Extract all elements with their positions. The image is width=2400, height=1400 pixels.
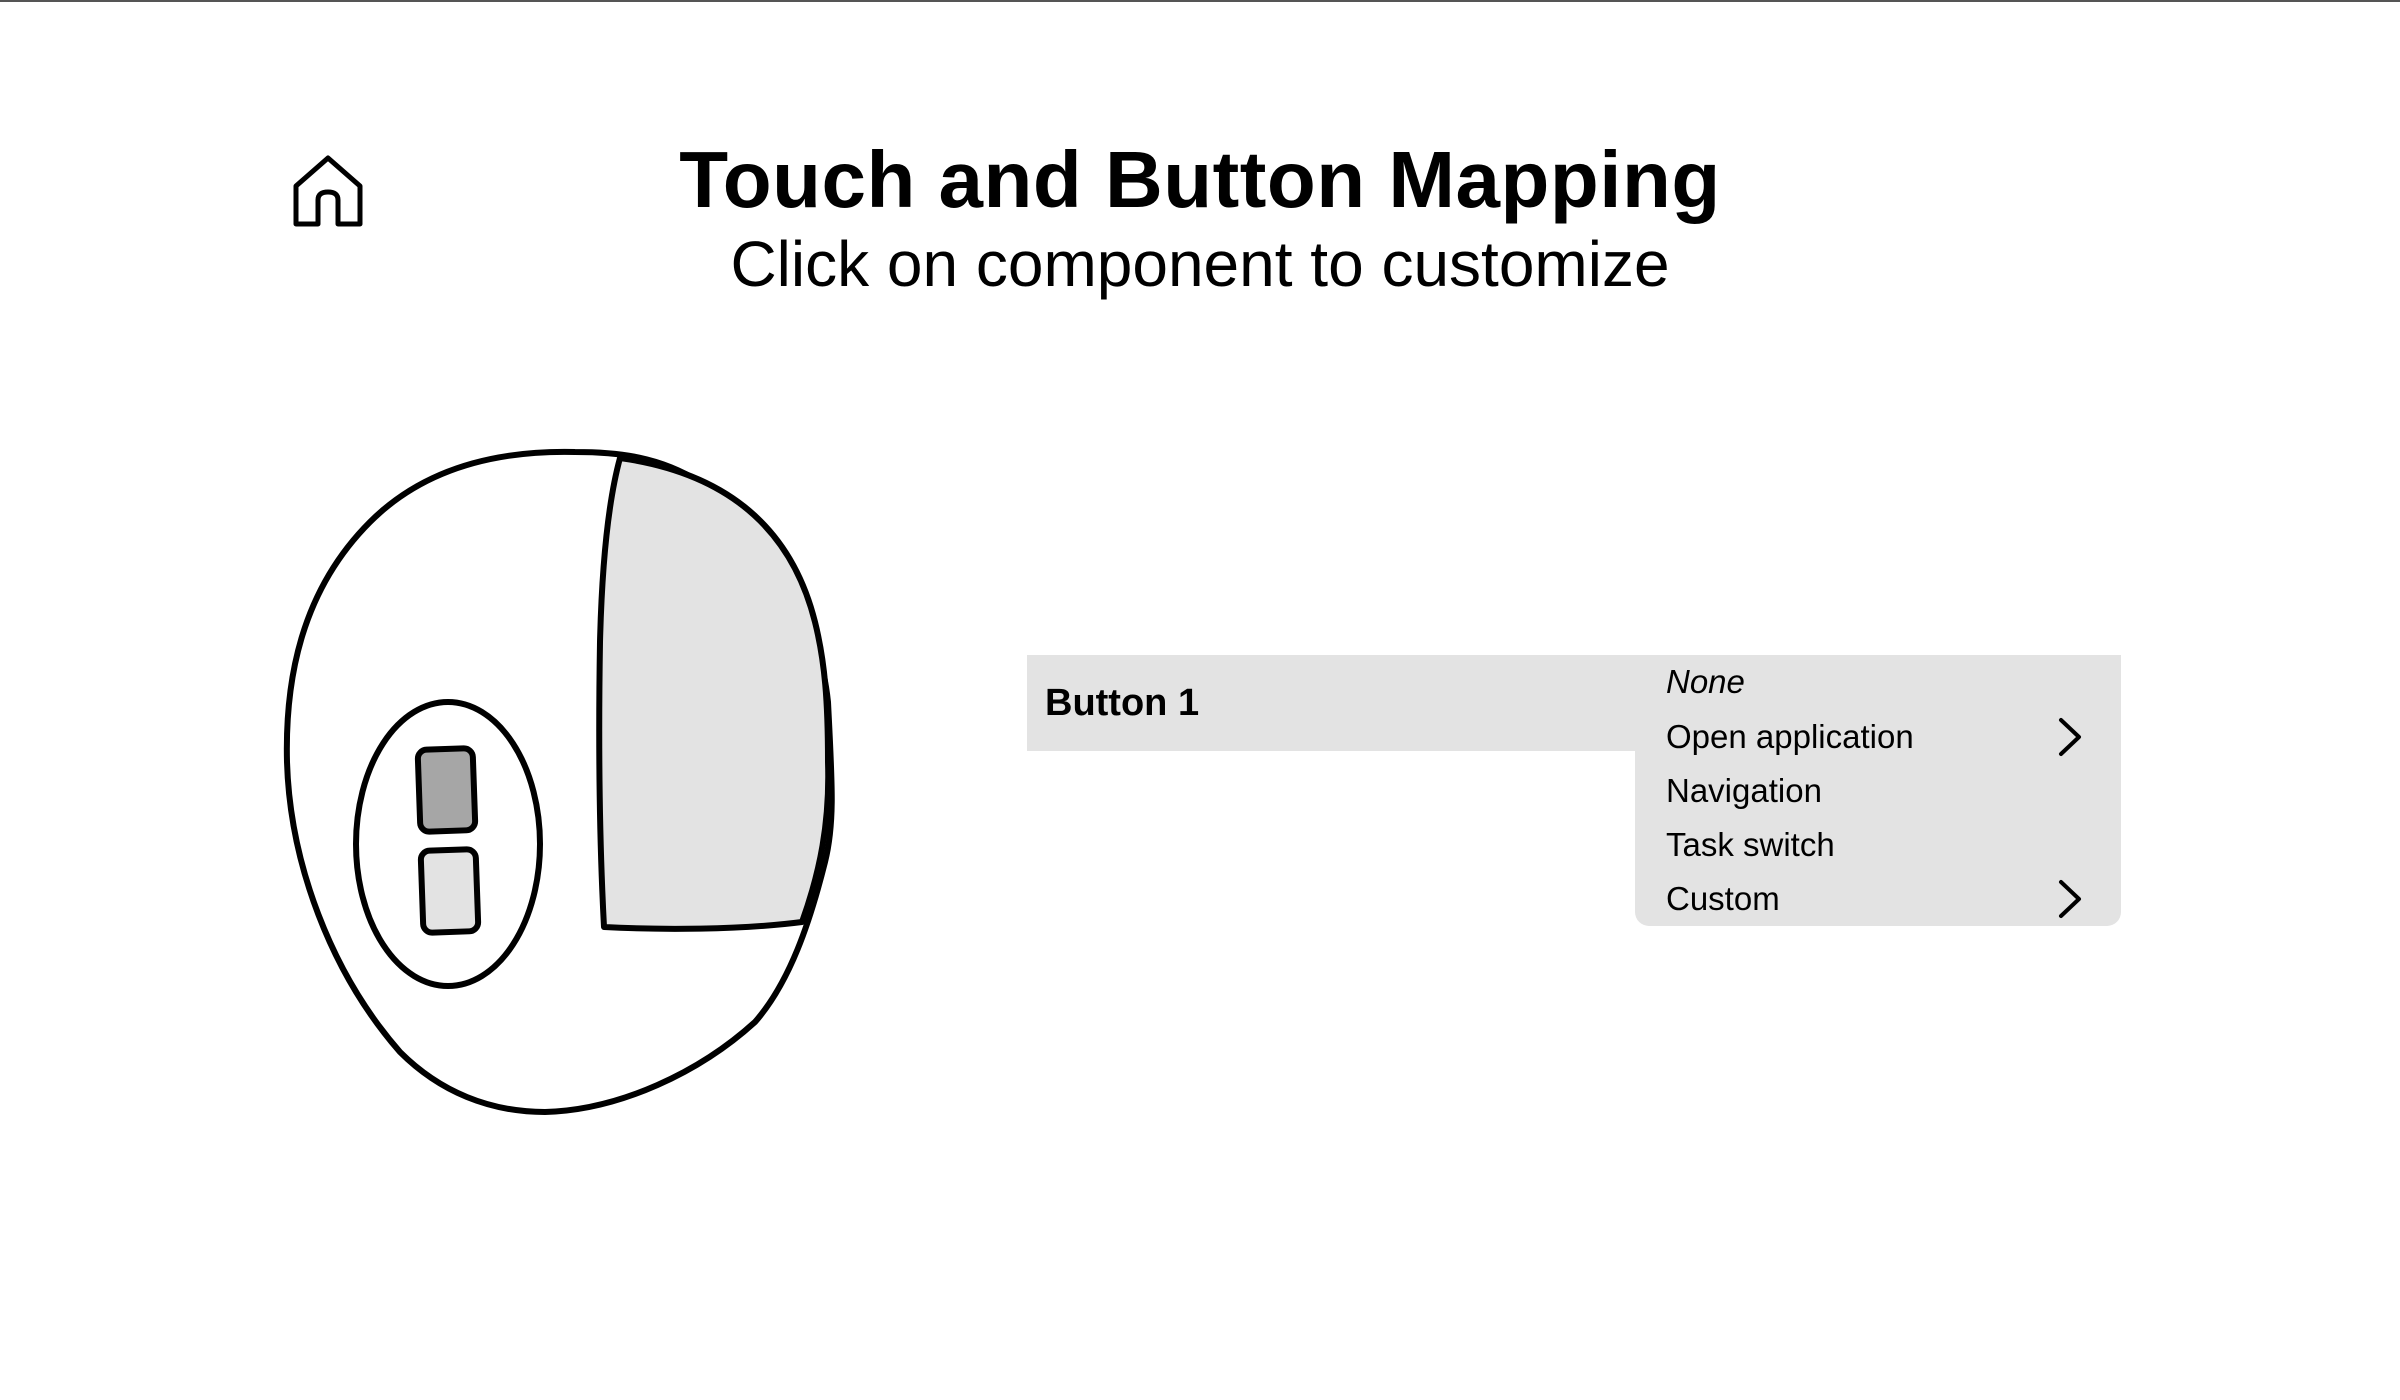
home-button[interactable] (290, 152, 366, 232)
menu-item-open-application[interactable]: Open application (1635, 710, 2121, 764)
action-menu: None Open application Navigation Task sw… (1635, 655, 2121, 926)
device-diagram (270, 432, 870, 1132)
page-subtitle: Click on component to customize (730, 228, 1670, 300)
button-cluster-outline (353, 699, 543, 989)
menu-item-label: None (1666, 663, 1745, 700)
menu-item-label: Custom (1666, 880, 1780, 917)
menu-item-none[interactable]: None (1635, 655, 2121, 709)
menu-item-navigation[interactable]: Navigation (1635, 764, 2121, 818)
menu-item-custom[interactable]: Custom (1635, 872, 2121, 926)
menu-item-label: Navigation (1666, 772, 1822, 809)
page-title: Touch and Button Mapping (679, 135, 1721, 224)
chevron-right-icon (2055, 716, 2085, 758)
chevron-right-icon (2055, 878, 2085, 920)
menu-item-label: Task switch (1666, 826, 1835, 863)
menu-item-label: Open application (1666, 718, 1914, 755)
button-1[interactable] (414, 745, 479, 835)
touch-surface[interactable] (596, 455, 832, 932)
selected-component-label: Button 1 (1045, 682, 1200, 724)
menu-item-task-switch[interactable]: Task switch (1635, 818, 2121, 872)
button-2[interactable] (417, 846, 482, 936)
home-icon (290, 155, 366, 236)
